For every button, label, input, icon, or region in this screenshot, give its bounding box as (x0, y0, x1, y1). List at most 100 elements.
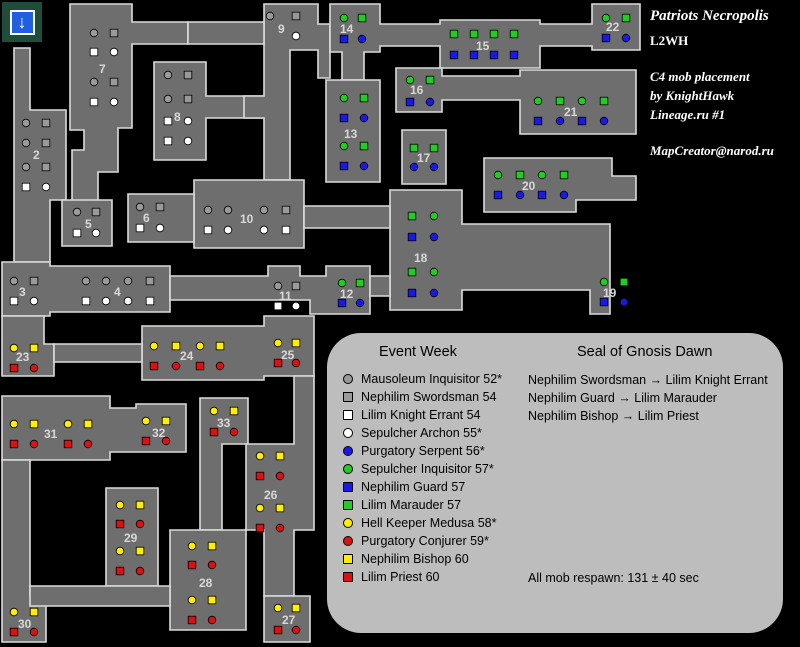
mob-marker (155, 202, 165, 212)
legend-item: Sepulcher Archon 55* (343, 424, 482, 442)
legend-label: Hell Keeper Medusa 58* (361, 516, 497, 530)
mob-marker (209, 406, 219, 416)
map-corridor-north (187, 21, 265, 45)
map-room-16-21 (395, 67, 637, 135)
mob-marker (81, 296, 91, 306)
room-number-labels: 2 3 4 5 6 7 8 9 10 11 12 13 14 15 16 17 … (16, 20, 620, 631)
mob-marker (145, 276, 155, 286)
mob-marker (183, 116, 193, 126)
room-number-9: 9 (278, 22, 285, 36)
legend-marker (343, 536, 353, 546)
mob-marker (429, 288, 439, 298)
mob-marker (195, 341, 205, 351)
legend-header-event-week: Event Week (379, 344, 457, 360)
mob-marker (155, 223, 165, 233)
room-number-18: 18 (414, 251, 428, 265)
mob-marker (265, 11, 275, 21)
entrance-marker: ↓ (2, 2, 42, 42)
mob-marker (91, 228, 101, 238)
mob-marker (555, 116, 565, 126)
mob-marker (209, 427, 219, 437)
room-number-28: 28 (199, 576, 213, 590)
mob-marker (291, 301, 301, 311)
mob-marker (89, 28, 99, 38)
mob-marker (41, 162, 51, 172)
mob-marker (599, 297, 609, 307)
mob-marker (291, 625, 301, 635)
room-number-25: 25 (281, 348, 295, 362)
mob-marker (273, 358, 283, 368)
mob-marker (407, 267, 417, 277)
room-number-4: 4 (114, 285, 121, 299)
mob-marker (275, 471, 285, 481)
mob-marker (601, 13, 611, 23)
map-corridor-to-12 (369, 275, 391, 297)
mob-marker (429, 162, 439, 172)
mob-marker (533, 116, 543, 126)
legend-item: Nephilim Guard 57 (343, 478, 465, 496)
legend-label: Nephilim Bishop 60 (361, 552, 469, 566)
map-room-13 (325, 79, 381, 183)
mob-marker (9, 343, 19, 353)
mob-marker (135, 519, 145, 529)
mob-marker (207, 560, 217, 570)
mob-marker (123, 276, 133, 286)
mob-marker (109, 77, 119, 87)
mob-marker (163, 70, 173, 80)
conversion-line-1: Nephilim Swordsman → Lilim Knight Errant (528, 373, 768, 387)
mob-marker (171, 361, 181, 371)
legend-label: Nephilim Guard 57 (361, 480, 466, 494)
room-number-30: 30 (18, 617, 32, 631)
mob-marker (273, 625, 283, 635)
mob-marker (291, 281, 301, 291)
mob-marker (559, 190, 569, 200)
mob-marker (9, 627, 19, 637)
mob-marker (72, 228, 82, 238)
legend-header-seal: Seal of Gnosis Dawn (577, 344, 713, 360)
map-room-3-4 (1, 261, 171, 317)
mob-marker (9, 419, 19, 429)
room-number-7: 7 (99, 62, 106, 76)
credit-line-2: by KnightHawk (650, 88, 735, 103)
map-room-20 (483, 157, 637, 213)
mob-marker (207, 615, 217, 625)
mob-marker (359, 93, 369, 103)
mob-marker (425, 97, 435, 107)
conversion-line-3: Nephilim Bishop → Lilim Priest (528, 409, 699, 423)
mob-marker (109, 97, 119, 107)
mob-markers (9, 11, 631, 637)
mob-marker (101, 276, 111, 286)
room-number-3: 3 (19, 285, 26, 299)
mob-marker (161, 416, 171, 426)
legend-label: Lilim Knight Errant 54 (361, 408, 481, 422)
mob-marker (29, 607, 39, 617)
mob-marker (207, 541, 217, 551)
mob-marker (72, 207, 82, 217)
mob-marker (109, 28, 119, 38)
mob-marker (115, 519, 125, 529)
room-number-23: 23 (16, 350, 30, 364)
map-corridor-south (53, 343, 143, 363)
mob-marker (493, 170, 503, 180)
mob-marker (187, 560, 197, 570)
legend-item: Nephilim Swordsman 54 (343, 388, 496, 406)
legend-label: Mausoleum Inquisitor 52* (361, 372, 503, 386)
mob-marker (187, 595, 197, 605)
room-number-12: 12 (340, 287, 354, 301)
mob-marker (163, 136, 173, 146)
mob-marker (29, 276, 39, 286)
room-number-26: 26 (264, 488, 278, 502)
legend-item: Purgatory Serpent 56* (343, 442, 485, 460)
mob-marker (89, 97, 99, 107)
mob-marker (273, 301, 283, 311)
mob-marker (355, 298, 365, 308)
room-number-14: 14 (340, 22, 354, 36)
mob-marker (537, 170, 547, 180)
room-number-11: 11 (279, 289, 292, 303)
map-corridor-south-west (29, 585, 171, 607)
mob-marker (161, 436, 171, 446)
mob-marker (9, 439, 19, 449)
legend-marker (343, 392, 353, 402)
mob-marker (135, 546, 145, 556)
